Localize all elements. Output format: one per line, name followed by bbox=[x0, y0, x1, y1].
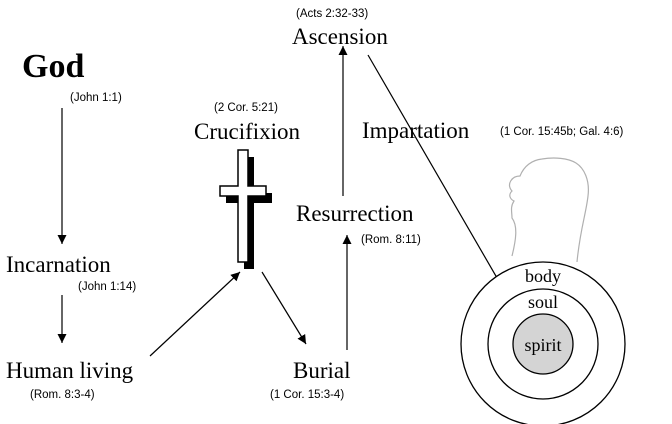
arrow-cross-to-burial bbox=[261, 271, 307, 345]
crucifixion-label: Crucifixion bbox=[194, 119, 301, 144]
incarnation-ref: (John 1:14) bbox=[78, 281, 136, 293]
god-label: God bbox=[22, 48, 84, 85]
ascension-label: Ascension bbox=[292, 24, 388, 49]
spirit-label: spirit bbox=[524, 335, 561, 355]
human-living-ref: (Rom. 8:3-4) bbox=[30, 389, 95, 401]
spirit-circle bbox=[512, 313, 574, 375]
soul-label: soul bbox=[528, 292, 558, 312]
arrow-human-living-to-cross bbox=[149, 271, 241, 357]
god-ref: (John 1:1) bbox=[70, 92, 122, 104]
cross-icon bbox=[219, 149, 272, 269]
burial-ref: (1 Cor. 15:3-4) bbox=[270, 389, 344, 401]
burial-label: Burial bbox=[293, 358, 351, 383]
human-living-label: Human living bbox=[6, 358, 134, 383]
ascension-ref: (Acts 2:32-33) bbox=[296, 8, 368, 20]
head-silhouette bbox=[508, 157, 589, 263]
incarnation-label: Incarnation bbox=[6, 252, 111, 277]
impartation-ref: (1 Cor. 15:45b; Gal. 4:6) bbox=[500, 126, 624, 138]
crucifixion-ref: (2 Cor. 5:21) bbox=[214, 102, 278, 114]
impartation-label: Impartation bbox=[362, 118, 470, 143]
resurrection-label: Resurrection bbox=[296, 201, 414, 226]
body-label: body bbox=[525, 266, 561, 286]
resurrection-ref: (Rom. 8:11) bbox=[361, 234, 421, 246]
